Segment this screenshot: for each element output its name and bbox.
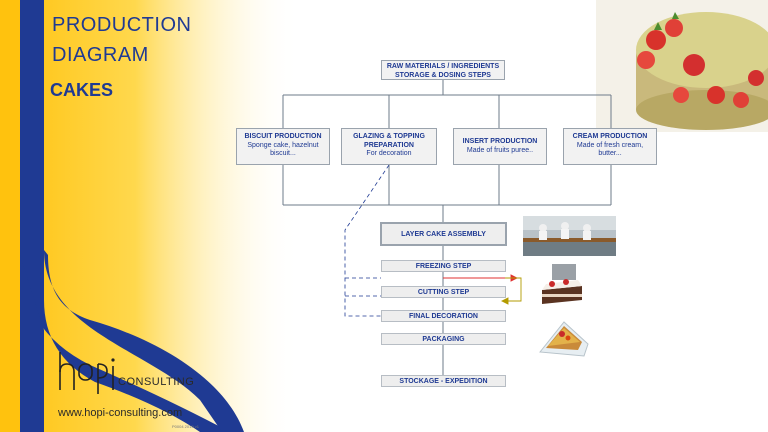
glazing-topping-box: GLAZING & TOPPING PREPARATION For decora… bbox=[341, 128, 437, 165]
website-link[interactable]: www.hopi-consulting.com bbox=[58, 407, 183, 419]
cream-production-box: CREAM PRODUCTION Made of fresh cream, bu… bbox=[563, 128, 657, 165]
navy-curve-band bbox=[44, 250, 244, 432]
glazing-desc1: For decoration bbox=[366, 150, 412, 157]
raw-materials-box: RAW MATERIALS / INGREDIENTS STORAGE & DO… bbox=[381, 60, 505, 80]
yellow-strip bbox=[0, 0, 20, 432]
page-title-line1: PRODUCTION bbox=[52, 14, 192, 36]
packaged-slice-photo bbox=[534, 314, 594, 360]
insert-title: INSERT PRODUCTION bbox=[462, 138, 538, 145]
navy-vertical-bar bbox=[20, 0, 44, 300]
biscuit-production-box: BISCUIT PRODUCTION Sponge cake, hazelnut… bbox=[236, 128, 330, 165]
biscuit-title: BISCUIT PRODUCTION bbox=[244, 133, 322, 140]
glazing-title: GLAZING & TOPPING bbox=[353, 133, 425, 140]
biscuit-desc1: Sponge cake, hazelnut bbox=[247, 141, 319, 149]
navy-arc-lower bbox=[20, 255, 44, 432]
glazing-title2: PREPARATION bbox=[364, 141, 414, 149]
insert-production-box: INSERT PRODUCTION Made of fruits puree.. bbox=[453, 128, 547, 165]
small-print: P0004 2019 v1 bbox=[172, 424, 199, 429]
cake-photo bbox=[596, 0, 768, 132]
raw-materials-line2: STORAGE & DOSING STEPS bbox=[395, 71, 491, 79]
page-subtitle: CAKES bbox=[50, 80, 114, 100]
cream-desc1: Made of fresh cream, bbox=[576, 141, 644, 149]
factory-photo bbox=[523, 216, 616, 256]
cream-desc2: butter... bbox=[598, 150, 622, 157]
storage-expedition-step: STOCKAGE - EXPEDITION bbox=[381, 375, 506, 387]
layer-cake-assembly-step: LAYER CAKE ASSEMBLY bbox=[380, 222, 507, 246]
page-title-line2: DIAGRAM bbox=[52, 44, 149, 66]
cake-slices-photo bbox=[538, 260, 586, 308]
packaging-step: PACKAGING bbox=[381, 333, 506, 345]
insert-desc1: Made of fruits puree.. bbox=[466, 146, 534, 154]
freezing-step: FREEZING STEP bbox=[381, 260, 506, 272]
final-decoration-step: FINAL DECORATION bbox=[381, 310, 506, 322]
cream-title: CREAM PRODUCTION bbox=[572, 133, 648, 140]
navy-arc bbox=[20, 255, 230, 432]
biscuit-desc2: biscuit... bbox=[270, 150, 296, 157]
cutting-step: CUTTING STEP bbox=[381, 286, 506, 298]
hopi-logo-icon bbox=[59, 352, 115, 394]
logo-text: CONSULTING bbox=[118, 376, 195, 388]
raw-materials-line1: RAW MATERIALS / INGREDIENTS bbox=[386, 63, 500, 70]
